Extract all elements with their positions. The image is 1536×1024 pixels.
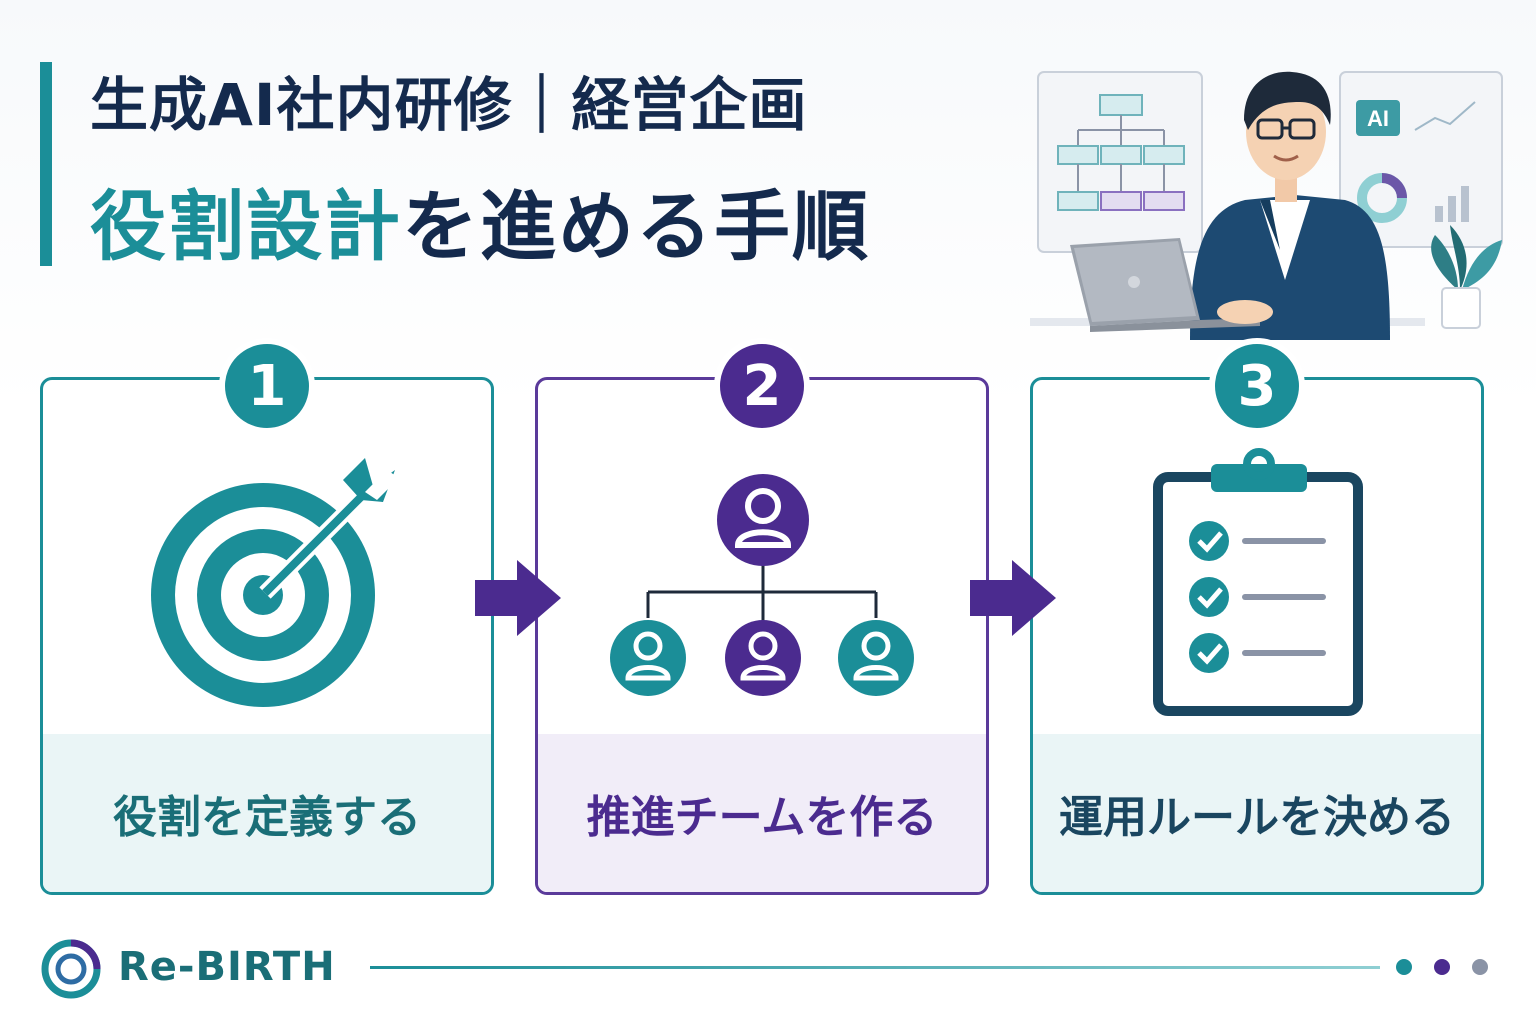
step-1-icon-area bbox=[43, 440, 491, 740]
analytics-panel-icon: AI bbox=[1339, 71, 1503, 248]
page-title: 役割設計を進める手順 bbox=[90, 165, 870, 275]
page-dot-3 bbox=[1472, 959, 1488, 975]
title-highlight: 役割設計 bbox=[90, 182, 402, 271]
ai-badge-text: AI bbox=[1367, 106, 1389, 131]
step-3-label: 運用ルールを決める bbox=[1059, 792, 1455, 843]
step-3-icon-area bbox=[1033, 440, 1481, 740]
org-chart-panel-icon bbox=[1037, 71, 1203, 253]
title-accent-bar bbox=[40, 62, 52, 266]
step-card-2: 推進チームを作る bbox=[535, 377, 989, 895]
arrow-right-icon bbox=[475, 560, 561, 636]
arrow-right-icon bbox=[970, 560, 1056, 636]
businessman-illustration: AI bbox=[1030, 71, 1503, 340]
check-icon-3 bbox=[1189, 633, 1229, 673]
step-1-label: 役割を定義する bbox=[113, 792, 421, 843]
title-rest: を進める手順 bbox=[402, 182, 870, 271]
page-dot-1 bbox=[1396, 959, 1412, 975]
member-avatar-icon-center bbox=[725, 620, 801, 696]
check-icon-2 bbox=[1189, 577, 1229, 617]
footer-divider bbox=[370, 966, 1380, 969]
step-2-icon-area bbox=[538, 440, 986, 740]
check-icon-1 bbox=[1189, 521, 1229, 561]
member-avatar-icon-left bbox=[610, 620, 686, 696]
laptop-icon bbox=[1070, 238, 1273, 332]
step-card-1: 役割を定義する bbox=[40, 377, 494, 895]
subtitle: 生成AI社内研修｜経営企画 bbox=[90, 71, 808, 139]
step-card-3: 運用ルールを決める bbox=[1030, 377, 1484, 895]
team-org-icon bbox=[610, 474, 914, 696]
rebirth-logo-icon bbox=[41, 939, 101, 999]
target-icon bbox=[151, 458, 399, 707]
step-2-footer: 推進チームを作る bbox=[538, 734, 986, 892]
checklist-clipboard-icon bbox=[1153, 448, 1363, 716]
plant-icon bbox=[1431, 225, 1502, 329]
step-3-footer: 運用ルールを決める bbox=[1033, 734, 1481, 892]
step-number-2: 2 bbox=[714, 338, 810, 434]
member-avatar-icon-right bbox=[838, 620, 914, 696]
step-number-3: 3 bbox=[1209, 338, 1305, 434]
leader-avatar-icon bbox=[717, 474, 809, 566]
page-dot-2 bbox=[1434, 959, 1450, 975]
step-number-1: 1 bbox=[219, 338, 315, 434]
brand-name: Re-BIRTH bbox=[118, 944, 336, 990]
step-1-footer: 役割を定義する bbox=[43, 734, 491, 892]
step-2-label: 推進チームを作る bbox=[586, 792, 938, 843]
